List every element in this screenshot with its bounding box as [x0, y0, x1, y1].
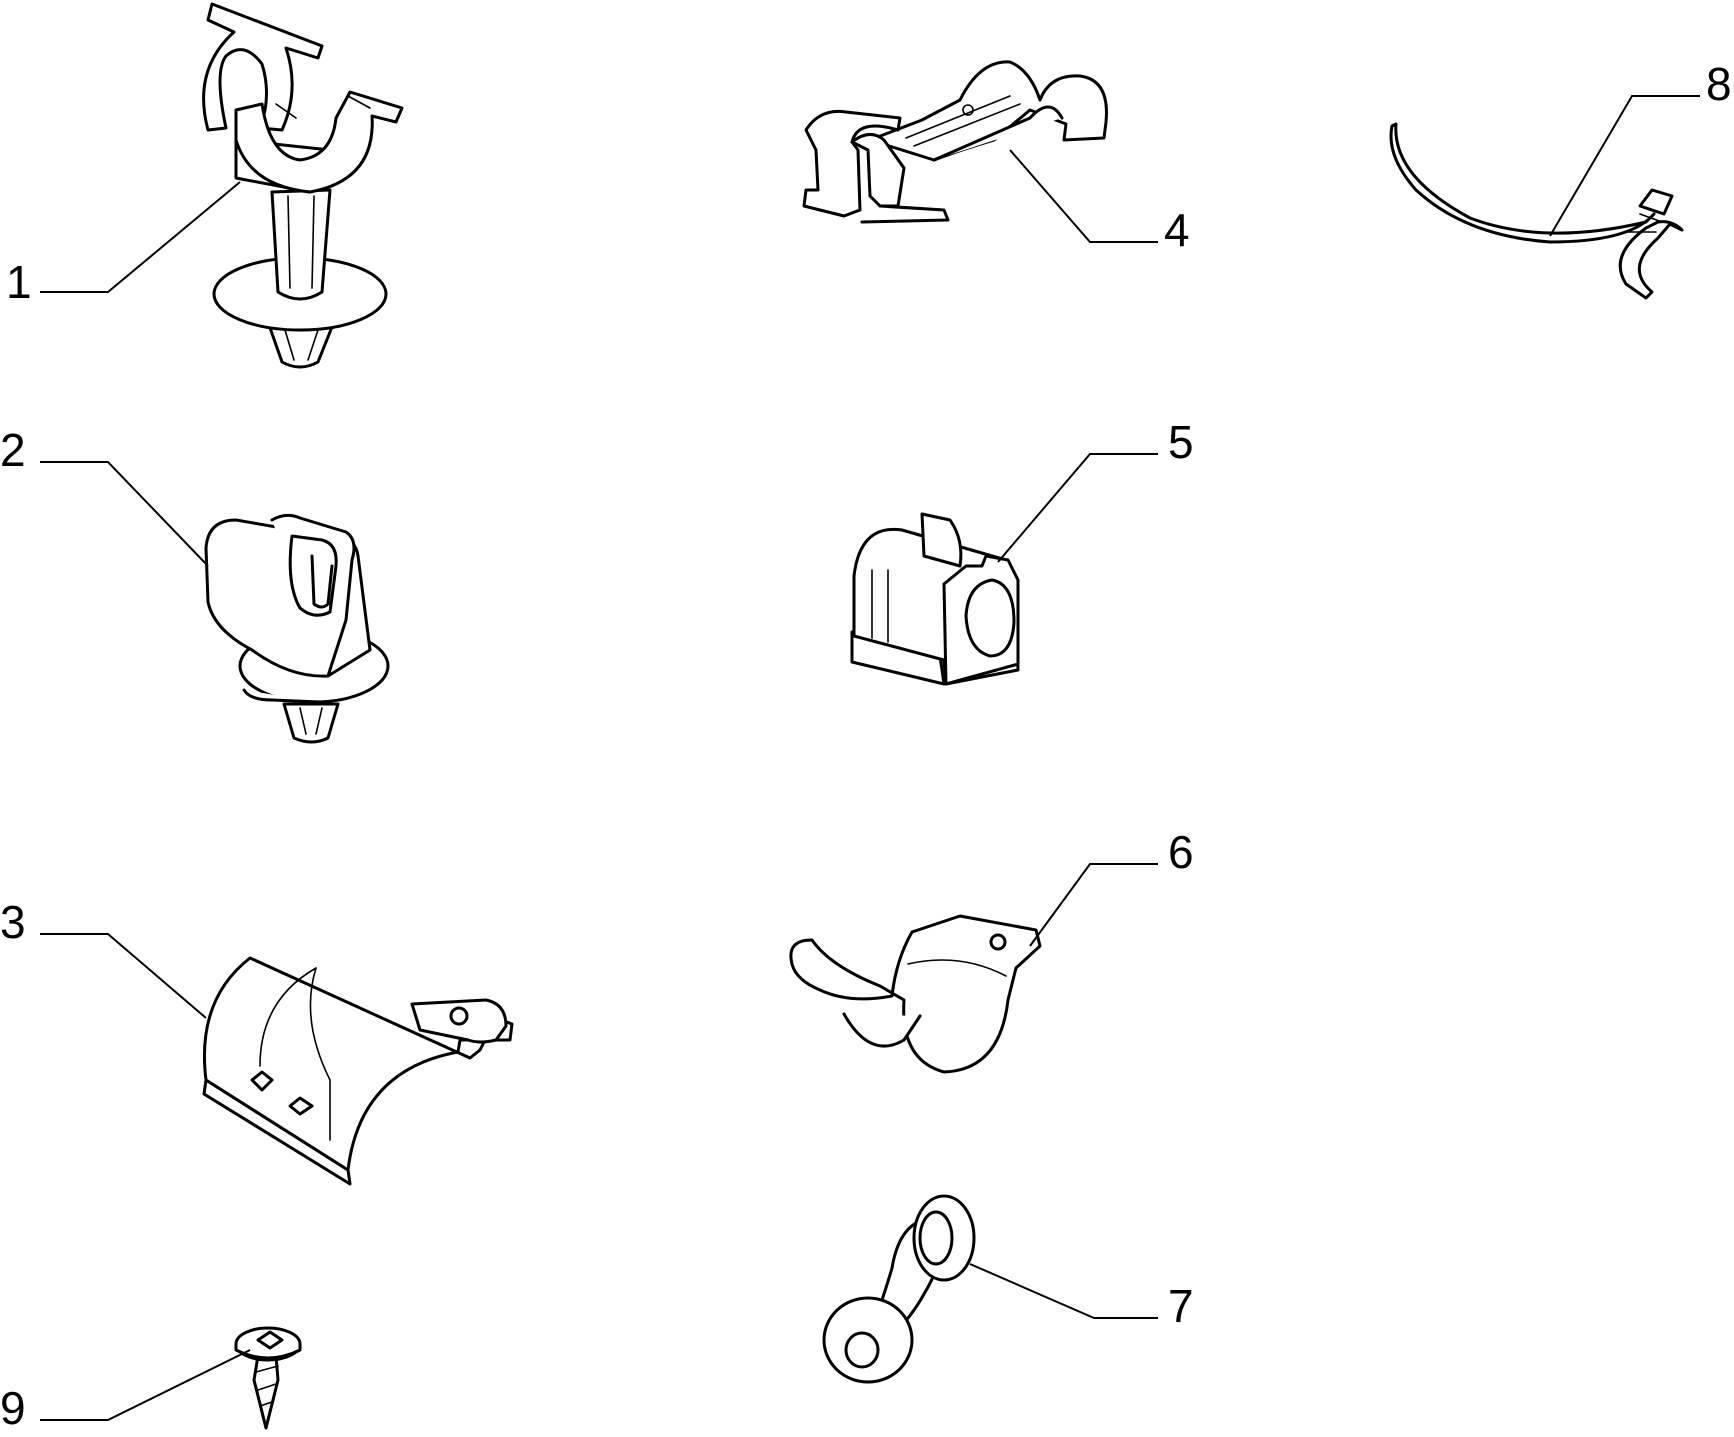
callout-2-label: 2 [0, 424, 26, 476]
callout-2: 2 [0, 424, 209, 567]
part-9-self-tapping-screw [234, 1326, 302, 1430]
callout-4-label: 4 [1164, 204, 1190, 256]
callout-7: 7 [969, 1263, 1194, 1332]
callout-5: 5 [997, 416, 1194, 563]
callout-9: 9 [0, 1349, 251, 1434]
callout-6: 6 [1029, 826, 1194, 947]
callout-8: 8 [1549, 58, 1732, 237]
callout-9-label: 9 [0, 1382, 26, 1434]
callout-1-label: 1 [6, 256, 32, 308]
part-5-block-clip [850, 512, 1020, 686]
part-8-cable-tie [1389, 122, 1684, 300]
callout-7-label: 7 [1168, 1280, 1194, 1332]
callout-3: 3 [0, 896, 207, 1019]
part-1-pipe-clip-push-pin [202, 2, 404, 369]
part-7-elbow-grommet [822, 1194, 976, 1384]
callout-3-label: 3 [0, 896, 26, 948]
callout-6-label: 6 [1168, 826, 1194, 878]
callout-5-label: 5 [1168, 416, 1194, 468]
callout-1: 1 [6, 181, 241, 308]
callout-8-label: 8 [1706, 58, 1732, 110]
part-4-double-saddle-clip [802, 60, 1108, 224]
part-2-u-clip-push-in [204, 513, 390, 744]
part-6-curved-saddle-clamp [789, 914, 1042, 1074]
part-3-shell-clamp-with-tab [202, 956, 514, 1186]
callout-4: 4 [1009, 149, 1190, 256]
